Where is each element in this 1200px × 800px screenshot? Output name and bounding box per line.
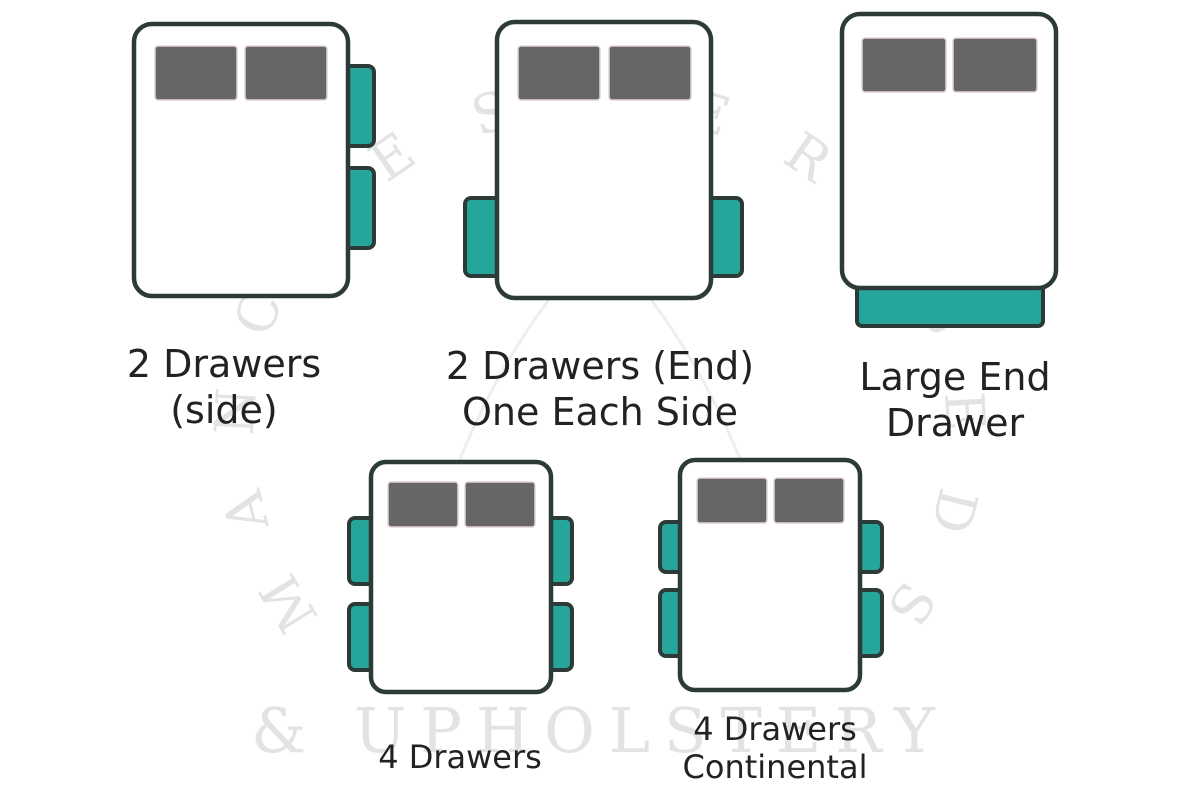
pillow-left xyxy=(517,45,601,101)
pillow-left xyxy=(154,45,238,101)
pillow-right xyxy=(464,481,536,528)
caption-line: 2 Drawers xyxy=(126,342,322,386)
pillow-right xyxy=(952,37,1038,93)
caption-line: (side) xyxy=(170,387,278,432)
caption-line: 4 Drawers xyxy=(693,710,857,748)
config-four-drawers-continental xyxy=(658,457,884,693)
pillow-left xyxy=(861,37,947,93)
config-two-drawers-end xyxy=(463,19,744,301)
config-two-drawers-side xyxy=(131,21,376,299)
config-four-drawers xyxy=(347,459,574,695)
caption-two-drawers-end: 2 Drawers (End) One Each Side xyxy=(410,344,790,435)
watermark-letter: S xyxy=(875,571,948,635)
watermark-letter: N xyxy=(203,386,269,437)
caption-line: One Each Side xyxy=(462,389,738,434)
pillow-left xyxy=(696,477,768,524)
watermark-letter: R xyxy=(773,120,843,196)
caption-large-end-drawer: Large End Drawer xyxy=(835,355,1075,446)
pillow-right xyxy=(244,45,328,101)
pillow-left xyxy=(387,481,459,528)
pillow-right xyxy=(773,477,845,524)
caption-line: Continental xyxy=(682,748,868,787)
watermark-letter: E xyxy=(932,390,997,433)
watermark-letter: A xyxy=(211,484,282,539)
watermark-bottom-text: & UPHOLSTERY xyxy=(251,694,949,767)
watermark-letter: D xyxy=(918,482,990,539)
caption-line: 4 Drawers xyxy=(378,738,542,776)
pillow-right xyxy=(608,45,692,101)
caption-four-drawers-continental: 4 Drawers Continental xyxy=(665,710,885,787)
caption-two-drawers-side: 2 Drawers (side) xyxy=(104,342,344,433)
caption-line: Drawer xyxy=(885,400,1025,445)
config-large-end-drawer xyxy=(839,11,1059,328)
caption-line: 2 Drawers (End) xyxy=(445,344,755,388)
caption-four-drawers: 4 Drawers xyxy=(350,738,570,776)
caption-line: Large End xyxy=(859,355,1051,399)
watermark-letter: M xyxy=(248,563,331,643)
